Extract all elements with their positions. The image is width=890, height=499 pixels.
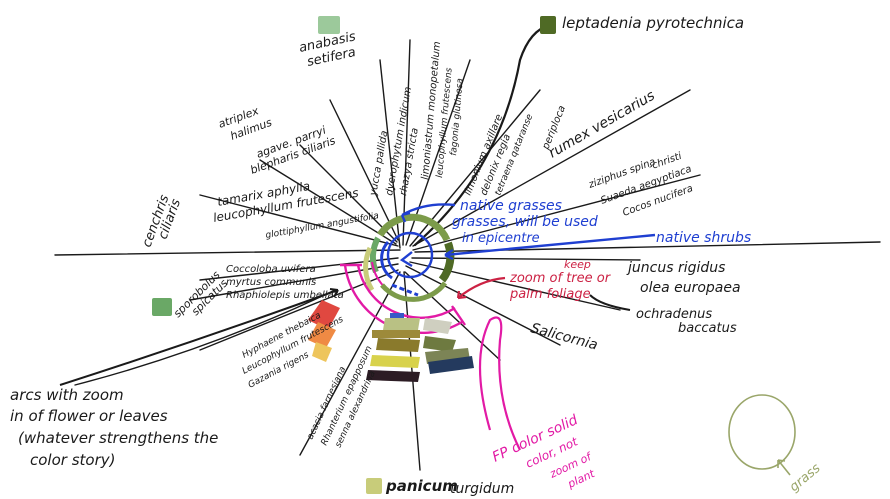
arrow-ochradenus (589, 294, 631, 311)
pointer-lines (59, 288, 631, 386)
label-juncus: juncus rigidus (626, 260, 725, 276)
label-rumex: rumex vesicarius (546, 88, 658, 162)
wedge-navy (428, 356, 474, 374)
zoom-arc-inner (356, 264, 456, 319)
wheel-olive-ring (438, 241, 455, 283)
ray (379, 59, 401, 249)
ray-leptadenia (413, 23, 552, 247)
blue-notes: native grasses grasses, will be used in … (452, 198, 751, 246)
ray (199, 194, 399, 247)
wheel-blue-dash (391, 283, 419, 297)
note-epicentre: in epicentre (462, 231, 540, 246)
swatch-anabasis (318, 16, 340, 34)
center-arrows (399, 203, 656, 268)
magenta-pointer (456, 276, 521, 451)
label-leptadenia: leptadenia pyrotechnica (562, 14, 744, 32)
arrow-native-shrubs (444, 233, 656, 261)
ray (329, 99, 399, 241)
color-wedges (308, 300, 474, 382)
label-coccoloba: Coccoloba uvifera (226, 264, 316, 275)
swatch-sporobolus (152, 298, 172, 316)
wheel-inner-ring (386, 231, 434, 279)
note-grasses-used: grasses, will be used (452, 214, 598, 230)
note-arcs-4: color story) (30, 451, 115, 469)
label-olea: olea europaea (640, 280, 741, 296)
label-salicornia: Salicornia (529, 320, 599, 353)
note-native-shrubs: native shrubs (656, 230, 751, 246)
label-myrtus: myrtus communis (226, 277, 316, 288)
wheel-green-ring (377, 213, 451, 242)
ray (402, 39, 411, 246)
ray (259, 159, 397, 245)
arrow-centre-chevron (399, 251, 413, 268)
ray (404, 271, 501, 361)
grass-symbol (728, 394, 796, 476)
wedge-red (308, 300, 340, 330)
wedge-yellow (312, 342, 332, 362)
wheel-yellow-arc (363, 246, 375, 292)
arrow-to-arcs (59, 288, 339, 386)
radial-lines (54, 23, 881, 471)
wedge-khaki (372, 330, 420, 338)
red-notes: keep zoom of tree or palm foliage (509, 258, 612, 302)
ray (54, 249, 401, 256)
label-turgidum: turgidum (450, 481, 514, 497)
label-panicum: panicum (385, 477, 458, 495)
label-ochradenus: ochradenus (636, 307, 712, 322)
ray (412, 174, 701, 251)
swatch-panicum (366, 478, 382, 494)
wedge-olive-2 (423, 336, 456, 352)
wedge-dark-1 (366, 370, 420, 382)
arrow-zoom-tree (456, 276, 506, 300)
ray-long-left (74, 289, 336, 386)
note-native-grasses: native grasses (460, 198, 562, 214)
arcs-note: arcs with zoom in of flower or leaves (w… (10, 386, 218, 469)
wedge-olive-1 (376, 338, 420, 352)
arrow-fp-color (478, 316, 521, 451)
wedge-grey-1 (423, 318, 452, 334)
label-baccatus: baccatus (678, 321, 737, 336)
grass-circle (728, 394, 796, 470)
wheel-left-green-arc (369, 236, 381, 274)
label-rhaphiolepis: Rhaphiolepis umbellata (226, 290, 344, 301)
wedge-yellow-1 (370, 355, 420, 368)
note-grass: grass (787, 461, 824, 495)
note-zoom-tree-2: palm foliage (509, 287, 591, 302)
wedge-orange (308, 322, 336, 348)
note-arcs-1: arcs with zoom (10, 386, 124, 404)
zoom-arc-cap-right (451, 305, 466, 326)
wheel-green-low (380, 281, 448, 302)
note-arcs-2: in of flower or leaves (10, 407, 168, 425)
magenta-notes: FP color solid color, not zoom of plant (490, 412, 597, 491)
ray (405, 265, 561, 346)
note-keep: keep (564, 258, 591, 271)
wheel-blue-arc (380, 240, 393, 280)
ray (412, 89, 691, 247)
ray (299, 271, 401, 456)
swatches (152, 16, 556, 494)
center-wheel (363, 213, 455, 302)
note-arcs-3: (whatever strengthens the (18, 429, 218, 447)
ray (299, 144, 398, 243)
note-zoom-tree-1: zoom of tree or (509, 271, 612, 286)
swatch-leptadenia (540, 16, 556, 34)
plant-labels: anabasis setifera leptadenia pyrotechnic… (140, 14, 744, 497)
arrow-native-grasses (400, 203, 456, 223)
wedge-sage-1 (383, 318, 420, 330)
ray (403, 271, 421, 471)
grass-arrow (777, 459, 791, 476)
